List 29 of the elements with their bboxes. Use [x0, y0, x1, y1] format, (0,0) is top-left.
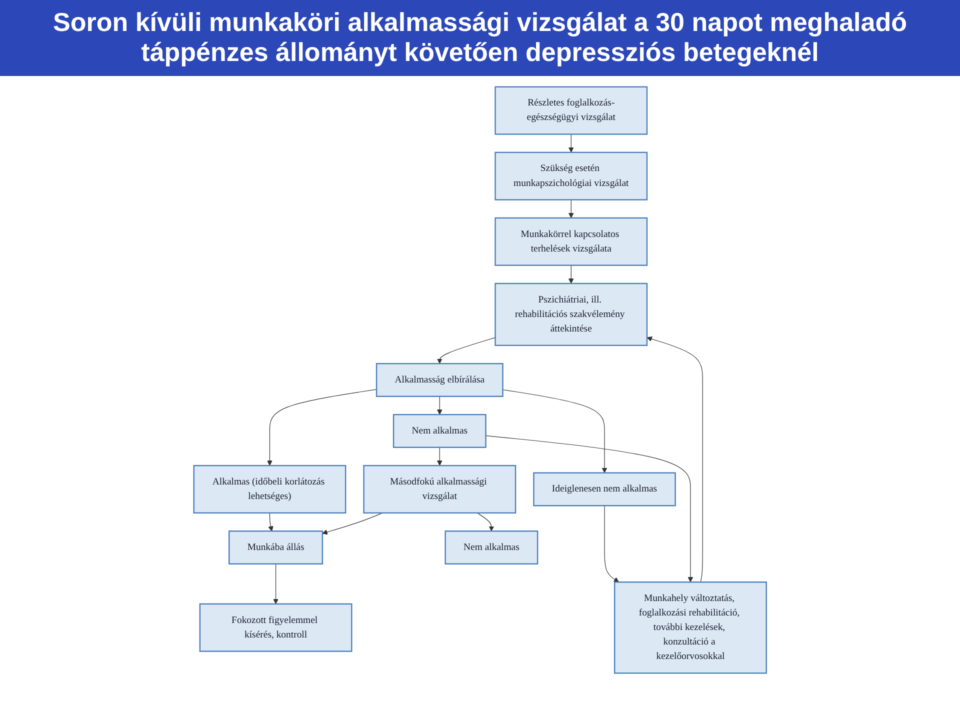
arrow	[436, 337, 496, 364]
node-box: Munkakörrel kapcsolatos terhelések vizsgálata	[494, 217, 648, 266]
node-box: Munkahely változtatás, foglalkozási rehabilitáció, további kezelések, konzultáció a kezelőorvosokkal	[614, 581, 767, 674]
node-box: Ideiglenesen nem alkalmas	[533, 472, 676, 506]
arrow	[604, 505, 619, 582]
node-box: Alkalmas (időbeli korlátozás lehetséges)	[193, 464, 346, 514]
node-box: Nem alkalmas	[392, 414, 486, 448]
arrow	[436, 396, 442, 415]
node-box: Másodfokú alkalmassági vizsgálat	[363, 464, 516, 514]
arrow	[502, 389, 608, 473]
node-box: Munkába állás	[228, 530, 323, 564]
arrow	[476, 512, 494, 532]
arrow	[568, 199, 574, 218]
node-box: Fokozott figyelemmel kísérés, kontroll	[199, 603, 352, 652]
arrow	[436, 446, 442, 466]
arrow	[646, 336, 703, 582]
arrow	[322, 512, 383, 534]
node-box: Szükség esetén munkapszichológiai vizsgálat	[494, 152, 648, 200]
node-box: Nem alkalmas	[444, 530, 538, 564]
title: Soron kívüli munkaköri alkalmassági vizsgálat a 30 napot meghaladó táppénzes állományt követően depressziós betegeknél	[0, 0, 960, 76]
node-box: Alkalmasság elbírálása	[376, 362, 504, 397]
arrow	[568, 264, 574, 284]
arrow	[266, 388, 377, 466]
arrow	[568, 134, 574, 152]
arrow	[485, 435, 694, 582]
arrow	[273, 563, 278, 604]
node-box: Pszichiátriai, ill. rehabilitációs szakvélemény áttekintése	[494, 282, 648, 346]
node-box: Részletes foglalkozás-egészségügyi vizsgálat	[494, 86, 648, 135]
arrow	[268, 512, 274, 532]
